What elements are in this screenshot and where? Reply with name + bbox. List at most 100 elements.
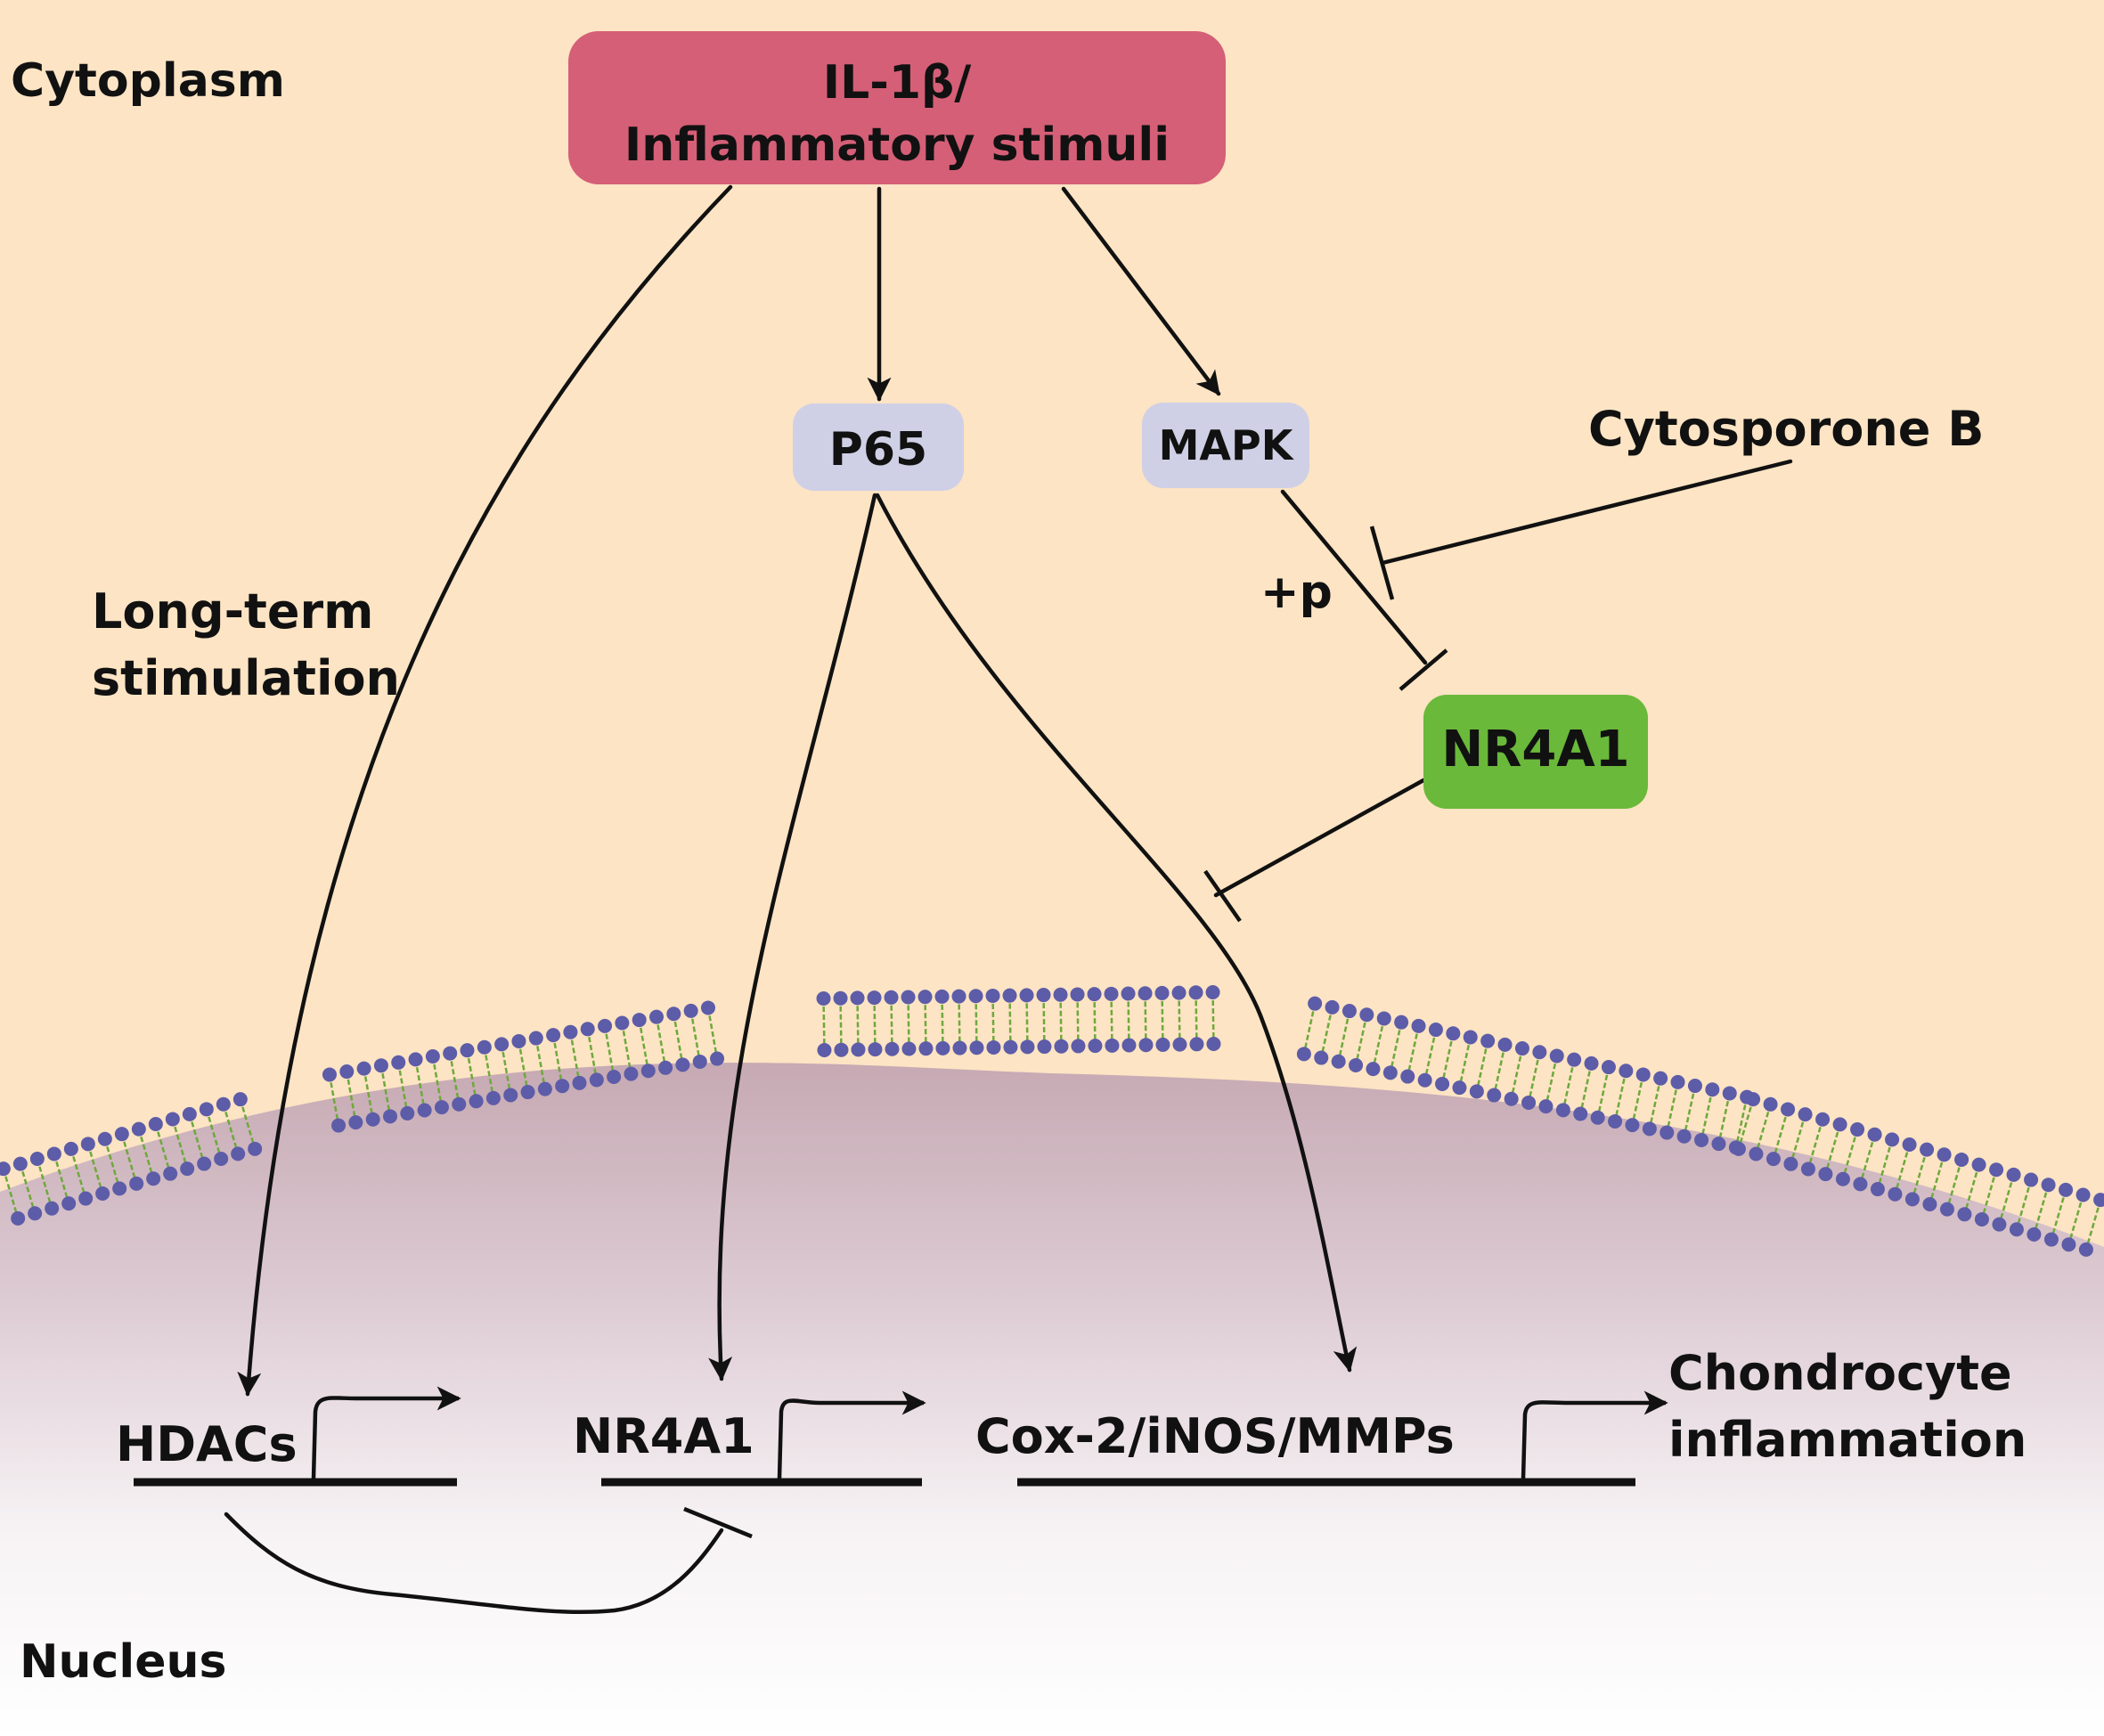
nucleus-label: Nucleus [20, 1635, 226, 1689]
lipid-head [624, 1066, 639, 1081]
lipid-head [1428, 1023, 1443, 1038]
lipid-tail [1008, 995, 1012, 1047]
lipid-head [1400, 1069, 1415, 1084]
lipid-head [1584, 1055, 1599, 1071]
lipid-head [95, 1186, 110, 1201]
lipid-head [1331, 1054, 1346, 1069]
lipid-head [1902, 1137, 1917, 1152]
lipid-tail [1963, 1164, 1980, 1215]
lipid-head [1731, 1141, 1746, 1156]
lipid-tail [1929, 1153, 1945, 1205]
lipid-head [537, 1081, 552, 1096]
lipid-head [1446, 1026, 1461, 1041]
lipid-head [1071, 1039, 1086, 1054]
lipid-tail [941, 996, 944, 1048]
lipid-tail [1372, 1018, 1385, 1070]
lipid-head [460, 1043, 475, 1058]
lipid-tail [1025, 995, 1029, 1047]
lipid-head [885, 1041, 900, 1056]
lipid-head [1818, 1167, 1833, 1182]
lipid-head [1054, 1039, 1069, 1054]
lipid-tail [1824, 1124, 1841, 1175]
lipid-head [2024, 1172, 2039, 1187]
lipid-head [373, 1058, 388, 1073]
lipid-head [2059, 1182, 2074, 1197]
lipid-head [580, 1022, 595, 1037]
lipid-head [391, 1055, 406, 1070]
lipid-head [11, 1210, 26, 1226]
lipid-tail [1354, 1014, 1368, 1066]
lipid-head [477, 1039, 492, 1055]
lipid-tail [120, 1133, 138, 1185]
lipid-tail [2033, 1184, 2050, 1235]
lipid-head [710, 1051, 725, 1066]
lipid-tail [2067, 1194, 2084, 1245]
lipid-tail [483, 1047, 495, 1099]
phospho-label: +p [1260, 566, 1333, 619]
long-term-label-line1: Long-term [92, 583, 373, 640]
lipid-tail [363, 1068, 374, 1120]
tbar-mapk-nr4a1 [1399, 648, 1448, 691]
node-nr4a1-protein: NR4A1 [1423, 695, 1648, 809]
lipid-head [1992, 1217, 2007, 1232]
lipid-head [1885, 1132, 1900, 1147]
lipid-tail [1806, 1119, 1824, 1170]
lipid-head [985, 988, 1000, 1003]
lipid-head [1625, 1118, 1640, 1133]
lipid-tail [1545, 1055, 1558, 1107]
lipid-head [917, 990, 933, 1005]
lipid-head [61, 1196, 77, 1211]
lipid-tail [1737, 1098, 1755, 1150]
lipid-tail [171, 1119, 189, 1170]
lipid-tail [500, 1044, 512, 1096]
lipid-tail [1894, 1144, 1911, 1195]
lipid-head [834, 1042, 849, 1057]
lipid-head [1800, 1161, 1815, 1177]
lipid-head [417, 1103, 432, 1118]
lipid-head [1121, 1038, 1137, 1053]
lipid-head [1497, 1037, 1513, 1052]
stimulus-label-line2: Inflammatory stimuli [624, 118, 1170, 172]
lipid-tail [431, 1055, 444, 1108]
lipid-tail [1562, 1059, 1576, 1111]
lipid-tail [518, 1040, 529, 1093]
lipid-head [146, 1171, 161, 1186]
lipid-head [1694, 1132, 1709, 1147]
lipid-head [0, 1161, 11, 1177]
lipid-head [2061, 1237, 2076, 1252]
edge-mapk-inhibits-nr4a1 [1280, 489, 1428, 665]
lipid-head [148, 1117, 163, 1132]
lipid-tail [239, 1098, 257, 1150]
gene-label-hdacs: HDACs [116, 1416, 298, 1472]
lipid-tail [1755, 1104, 1772, 1154]
gene-track-hdacs [134, 1386, 461, 1487]
mapk-label: MAPK [1159, 421, 1295, 469]
lipid-tail [103, 1138, 121, 1189]
lipid-head [2078, 1242, 2093, 1257]
lipid-head [1870, 1182, 1885, 1197]
cytoplasm-label: Cytoplasm [11, 54, 285, 108]
lipid-head [868, 1042, 883, 1057]
lipid-tail [86, 1143, 104, 1194]
lipid-head [1619, 1064, 1634, 1079]
lipid-head [1480, 1033, 1496, 1048]
node-p65: P65 [793, 403, 964, 491]
lipid-tail [689, 1010, 701, 1063]
lipid-tail [673, 1014, 684, 1065]
lipid-head [1567, 1052, 1582, 1067]
lipid-tail [569, 1031, 581, 1084]
lipid-head [1532, 1045, 1547, 1060]
lipid-head [1749, 1146, 1764, 1161]
lipid-head [1867, 1127, 1882, 1142]
lipid-head [46, 1146, 61, 1161]
lipid-head [1601, 1060, 1616, 1075]
lipid-head [1904, 1192, 1920, 1207]
lipid-head [231, 1146, 246, 1161]
lipid-tail [2084, 1199, 2102, 1251]
lipid-head [615, 1015, 630, 1031]
lipid-head [675, 1057, 690, 1072]
lipid-head [1939, 1202, 1954, 1217]
lipid-tail [706, 1007, 719, 1059]
lipid-head [1705, 1082, 1720, 1097]
lipid-head [1954, 1152, 1969, 1167]
